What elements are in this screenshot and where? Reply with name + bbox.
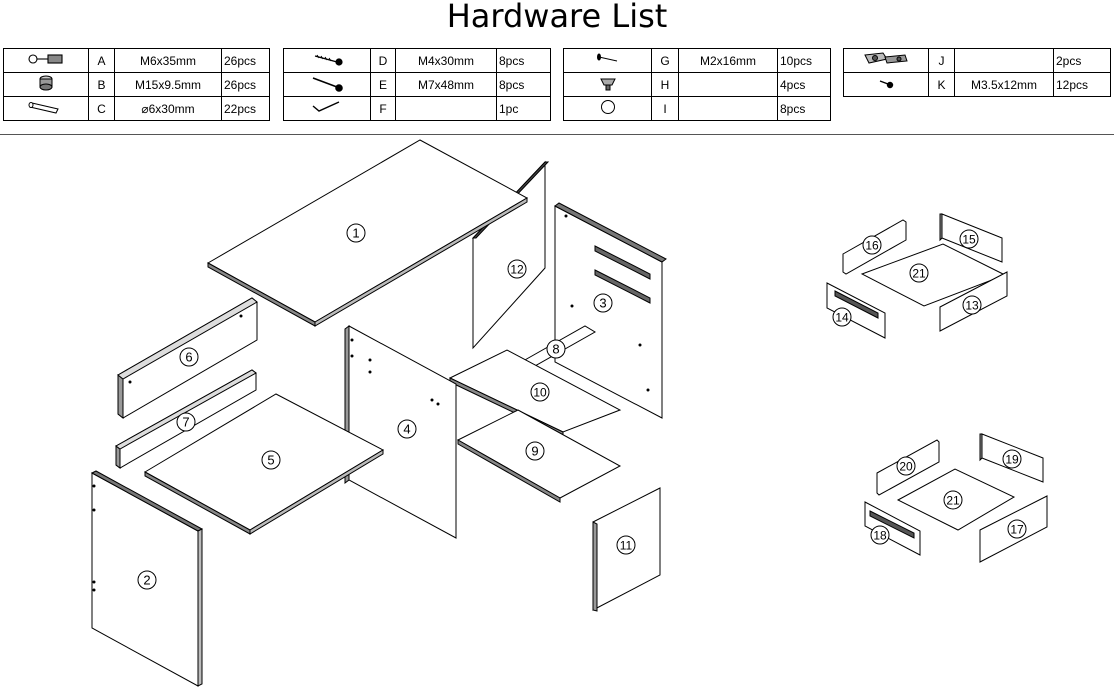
hardware-spec <box>678 96 778 121</box>
hardware-qty: 8pcs <box>496 72 551 97</box>
hardware-table-2: D M4x30mm 8pcs E M7x48mm 8pcs F 1pc <box>283 48 551 121</box>
part-number-label: 16 <box>865 239 879 253</box>
part-number-label: 20 <box>899 460 913 474</box>
hardware-qty: 22pcs <box>221 96 270 121</box>
assembly-holes <box>92 214 650 592</box>
part-number-label: 2 <box>143 573 150 588</box>
part-badge-19: 19 <box>1002 449 1022 469</box>
hardware-qty: 8pcs <box>777 96 831 121</box>
part-number-label: 13 <box>965 299 979 313</box>
part-number-label: 10 <box>533 386 547 400</box>
long-screw-icon <box>283 72 371 97</box>
screw-icon <box>283 48 371 73</box>
part-badge-11: 11 <box>616 535 636 555</box>
part-badge-20: 20 <box>896 456 916 476</box>
page-title: Hardware List <box>446 0 668 35</box>
part-badge-16: 16 <box>862 235 882 255</box>
hardware-spec <box>395 96 497 121</box>
hardware-spec: M4x30mm <box>395 48 497 73</box>
part-badge-12: 12 <box>507 259 527 279</box>
part-badge-17: 17 <box>1007 519 1027 539</box>
hardware-spec: M6x35mm <box>114 48 222 73</box>
cover-cap-icon <box>563 96 652 121</box>
part-badge-9: 9 <box>525 441 545 461</box>
allen-key-icon <box>283 96 371 121</box>
panel-1 <box>206 139 529 327</box>
hardware-qty: 1pc <box>496 96 551 121</box>
hardware-row-g: G M2x16mm 10pcs <box>563 48 831 73</box>
part-badge-6: 6 <box>179 347 199 367</box>
hardware-qty: 10pcs <box>777 48 831 73</box>
panel-3 <box>554 202 667 419</box>
part-number-label: 18 <box>873 529 887 543</box>
hardware-row-c: C ⌀6x30mm 22pcs <box>3 96 270 121</box>
part-number-label: 5 <box>267 453 274 468</box>
part-number-label: 4 <box>403 422 410 437</box>
small-screw-icon <box>843 72 929 97</box>
part-number-label: 12 <box>510 263 524 277</box>
part-number-label: 1 <box>352 226 359 241</box>
hardware-spec: M2x16mm <box>678 48 778 73</box>
part-badge-1: 1 <box>346 223 366 243</box>
nail-icon <box>563 48 652 73</box>
wooden-dowel-icon <box>3 96 89 121</box>
hardware-row-k: K M3.5x12mm 12pcs <box>843 72 1111 97</box>
part-number-label: 7 <box>182 415 189 430</box>
hardware-letter: I <box>651 96 679 121</box>
part-badge-10: 10 <box>530 382 550 402</box>
part-badge-18: 18 <box>870 525 890 545</box>
part-number-label: 6 <box>185 350 192 365</box>
part-number-label: 21 <box>912 267 926 281</box>
part-badge-7: 7 <box>176 412 196 432</box>
hardware-row-h: H 4pcs <box>563 72 831 97</box>
part-number-label: 21 <box>946 494 960 508</box>
hardware-qty: 12pcs <box>1053 72 1111 97</box>
separator-line <box>0 134 1114 135</box>
part-badge-14: 14 <box>832 307 852 327</box>
part-badge-3: 3 <box>593 293 613 313</box>
part-number-label: 17 <box>1010 523 1024 537</box>
hardware-row-e: E M7x48mm 8pcs <box>283 72 551 97</box>
hardware-spec: M7x48mm <box>395 72 497 97</box>
hardware-table-1: A M6x35mm 26pcs B M15x9.5mm 26pcs C ⌀6x3… <box>3 48 270 121</box>
part-number-label: 3 <box>599 296 606 311</box>
part-badge-13: 13 <box>962 295 982 315</box>
hinge-icon <box>843 48 929 73</box>
part-badge-21: 21 <box>909 263 929 283</box>
hardware-table-4: J 2pcs K M3.5x12mm 12pcs <box>843 48 1111 97</box>
part-number-label: 19 <box>1005 453 1019 467</box>
cam-bolt-icon <box>3 48 89 73</box>
hardware-table-3: G M2x16mm 10pcs H 4pcs I 8pcs <box>563 48 831 121</box>
hardware-letter: K <box>928 72 955 97</box>
part-badge-15: 15 <box>959 229 979 249</box>
hardware-row-f: F 1pc <box>283 96 551 121</box>
part-number-label: 11 <box>620 539 633 553</box>
part-badge-5: 5 <box>261 450 281 470</box>
part-number-label: 15 <box>962 233 976 247</box>
hardware-spec: M3.5x12mm <box>954 72 1054 97</box>
hardware-qty: 26pcs <box>221 72 270 97</box>
hardware-letter: F <box>370 96 396 121</box>
part-number-label: 14 <box>835 311 849 325</box>
hardware-spec: ⌀6x30mm <box>114 96 222 121</box>
part-number-label: 8 <box>552 342 559 357</box>
part-badge-21: 21 <box>943 490 963 510</box>
hardware-qty: 8pcs <box>496 48 551 73</box>
part-badge-2: 2 <box>137 570 157 590</box>
part-number-label: 9 <box>531 444 538 459</box>
part-badge-4: 4 <box>397 419 417 439</box>
hardware-row-i: I 8pcs <box>563 96 831 121</box>
hardware-letter: B <box>88 72 115 97</box>
part-badge-8: 8 <box>546 339 566 359</box>
